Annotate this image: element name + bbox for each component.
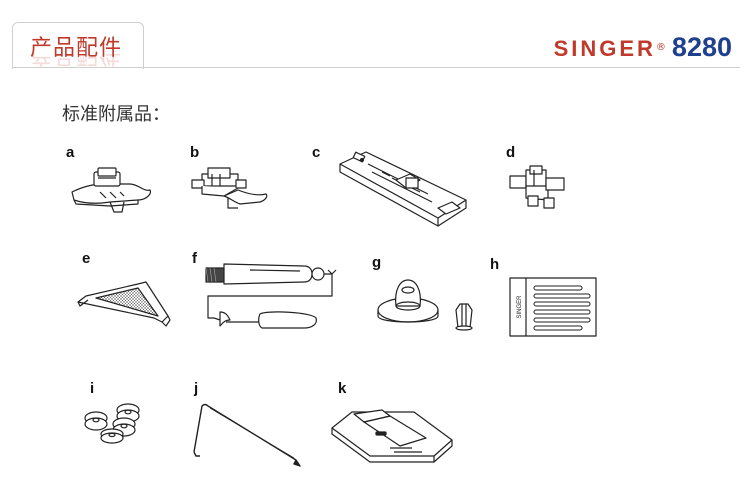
item-label-j: j [194, 380, 199, 397]
model-number: 8280 [671, 32, 732, 62]
item-label-b: b [190, 144, 200, 161]
straight-stitch-plate-icon [331, 409, 453, 463]
item-label-k: k [338, 380, 347, 397]
header-divider [12, 67, 740, 68]
bobbins-icon [84, 403, 140, 444]
item-label-e: e [82, 250, 91, 267]
brand-logo: SINGER® 8280 [554, 32, 732, 63]
brush-and-seam-ripper-icon [205, 263, 337, 329]
item-label-h: h [490, 256, 500, 273]
needle-pack-brand: SINGER [517, 295, 523, 319]
edge-quilting-guide-icon [193, 403, 301, 467]
item-label-i: i [90, 380, 95, 397]
item-label-a: a [66, 144, 75, 161]
registered-mark: ® [655, 41, 666, 53]
buttonhole-foot-icon [339, 151, 467, 227]
item-label-g: g [372, 254, 382, 271]
needle-pack-icon: SINGER [509, 277, 597, 337]
button-sewing-foot-icon [509, 165, 565, 209]
accessories-heading: 标准附属品： [62, 104, 170, 125]
seam-guide-icon [77, 281, 171, 327]
header-tab [12, 22, 144, 69]
spool-cap-and-pin-icon [377, 279, 473, 331]
item-label-f: f [192, 250, 197, 267]
section-title: 产品配件 [30, 36, 123, 61]
section-title-reflection: 产品配件 [30, 54, 123, 67]
zipper-foot-icon [191, 167, 268, 209]
item-label-d: d [506, 144, 516, 161]
zigzag-presser-foot-icon [71, 167, 151, 213]
item-label-c: c [312, 144, 321, 161]
brand-name: SINGER [553, 36, 656, 61]
